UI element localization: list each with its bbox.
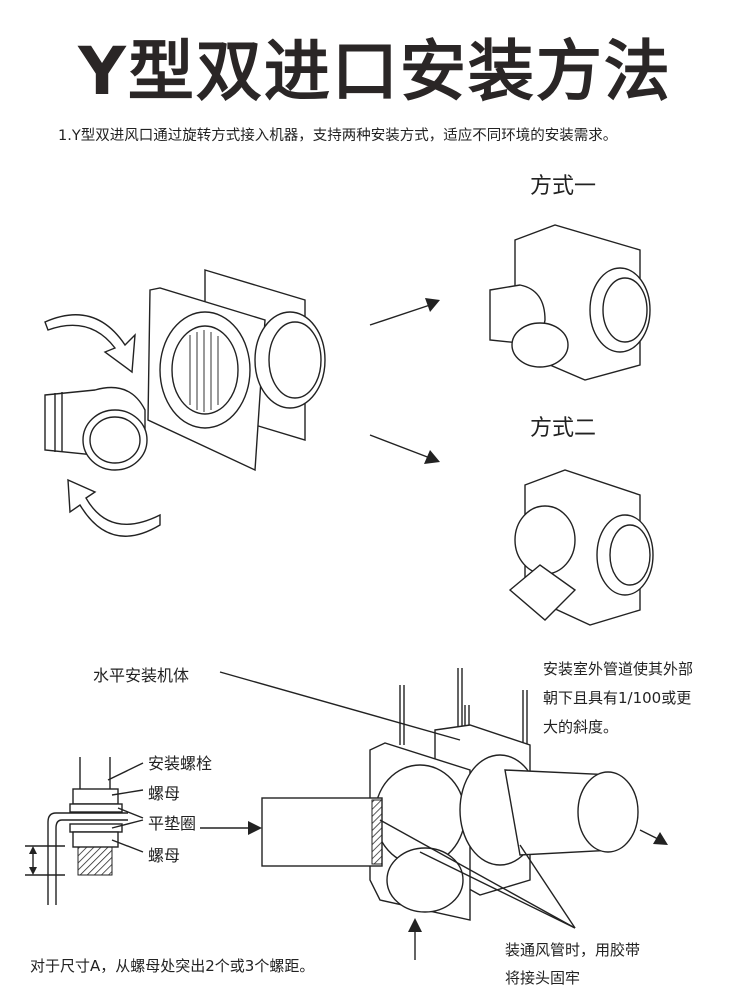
slope-note-line: 安装室外管道使其外部	[543, 660, 694, 678]
nut-label-top: 螺母	[148, 784, 181, 803]
bolt-label: 安装螺栓	[148, 754, 213, 773]
y-connector	[44, 386, 148, 471]
bolt-detail	[25, 757, 144, 905]
arrow-to-method-two	[424, 450, 440, 464]
rotate-arrow-bottom	[67, 478, 161, 537]
rotate-arrow-top	[44, 314, 136, 374]
washer-label: 平垫圈	[148, 814, 197, 833]
tape-note-line: 将接头固牢	[505, 969, 581, 987]
horizontal-install-label: 水平安装机体	[93, 666, 190, 685]
slope-note-line: 大的斜度。	[543, 718, 619, 736]
method-one-unit	[489, 224, 651, 381]
exploded-fan-unit	[147, 269, 326, 472]
dimension-note: 对于尺寸A，从螺母处突出2个或3个螺距。	[30, 957, 315, 975]
arrow-to-method-one	[425, 298, 440, 312]
method-one-label: 方式一	[530, 174, 597, 199]
tape-note-line: 装通风管时，用胶带	[505, 941, 641, 959]
installed-unit	[200, 668, 668, 960]
method-two-label: 方式二	[530, 416, 597, 441]
intro-text: 1.Y型双进风口通过旋转方式接入机器，支持两种安装方式，适应不同环境的安装需求。	[58, 128, 618, 144]
method-two-unit	[508, 469, 654, 626]
nut-label-bottom: 螺母	[148, 846, 181, 865]
page-title: Y型双进口安装方法	[78, 33, 672, 110]
slope-note: 安装室外管道使其外部 朝下且具有1/100或更 大的斜度。	[543, 655, 693, 742]
tape-note: 装通风管时，用胶带 将接头固牢	[505, 936, 640, 992]
slope-note-line: 朝下且具有1/100或更	[543, 689, 692, 707]
